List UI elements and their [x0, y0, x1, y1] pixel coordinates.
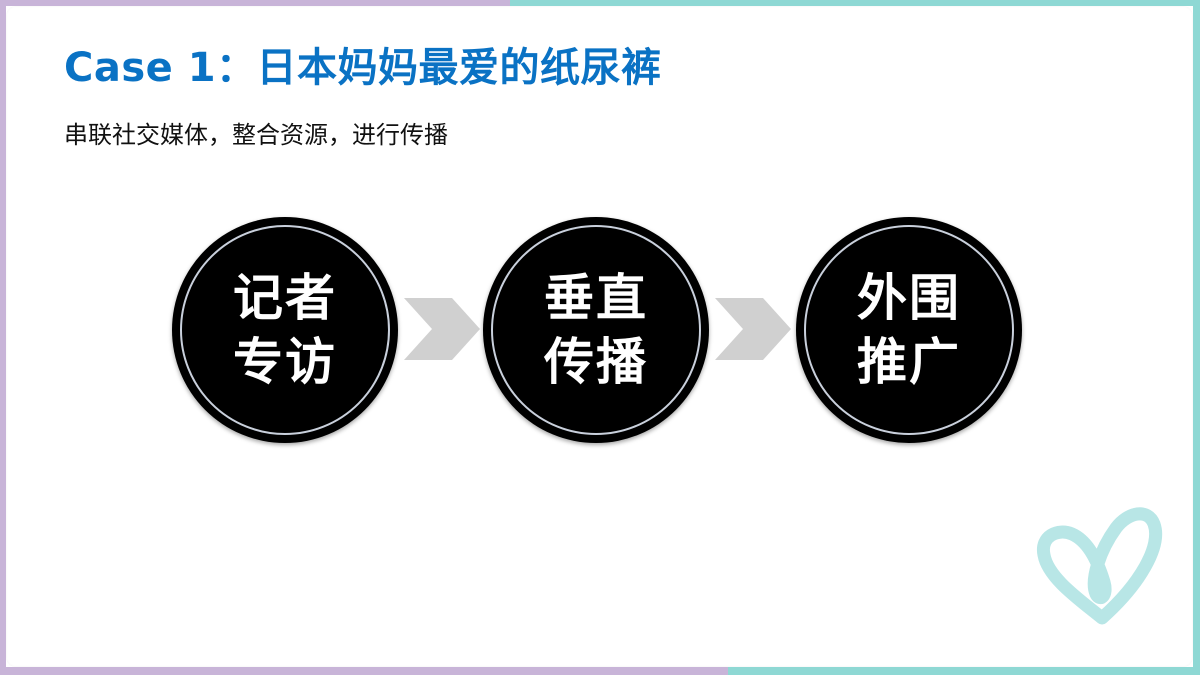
step-label-line1: 记者: [233, 269, 337, 327]
frame-border-top-right: [510, 0, 1200, 6]
slide-subtitle: 串联社交媒体，整合资源，进行传播: [64, 121, 448, 149]
frame-border-bottom-left: [0, 667, 728, 675]
frame-border-bottom-right: [728, 667, 1200, 675]
step-label-line2: 传播: [544, 333, 648, 391]
chevron-right-icon: [404, 298, 480, 360]
step-label-line1: 外围: [857, 269, 961, 327]
frame-border-left: [0, 0, 6, 675]
step-circle-peripheral-promotion: 外围 推广: [796, 217, 1022, 443]
step-label: 外围 推广: [796, 266, 1022, 394]
circle-ring: [491, 225, 701, 435]
step-circle-interview: 记者 专访: [172, 217, 398, 443]
slide-title: Case 1：日本妈妈最爱的纸尿裤: [64, 45, 662, 91]
circle-ring: [180, 225, 390, 435]
frame-border-top-left: [0, 0, 510, 6]
step-label: 垂直 传播: [483, 266, 709, 394]
heart-loop-icon: [1036, 507, 1162, 625]
step-label-line2: 推广: [857, 333, 961, 391]
circle-ring: [804, 225, 1014, 435]
chevron-right-icon: [715, 298, 791, 360]
step-label: 记者 专访: [172, 266, 398, 394]
step-circle-vertical-spread: 垂直 传播: [483, 217, 709, 443]
frame-border-right: [1193, 0, 1200, 675]
step-label-line1: 垂直: [544, 269, 648, 327]
step-label-line2: 专访: [233, 333, 337, 391]
